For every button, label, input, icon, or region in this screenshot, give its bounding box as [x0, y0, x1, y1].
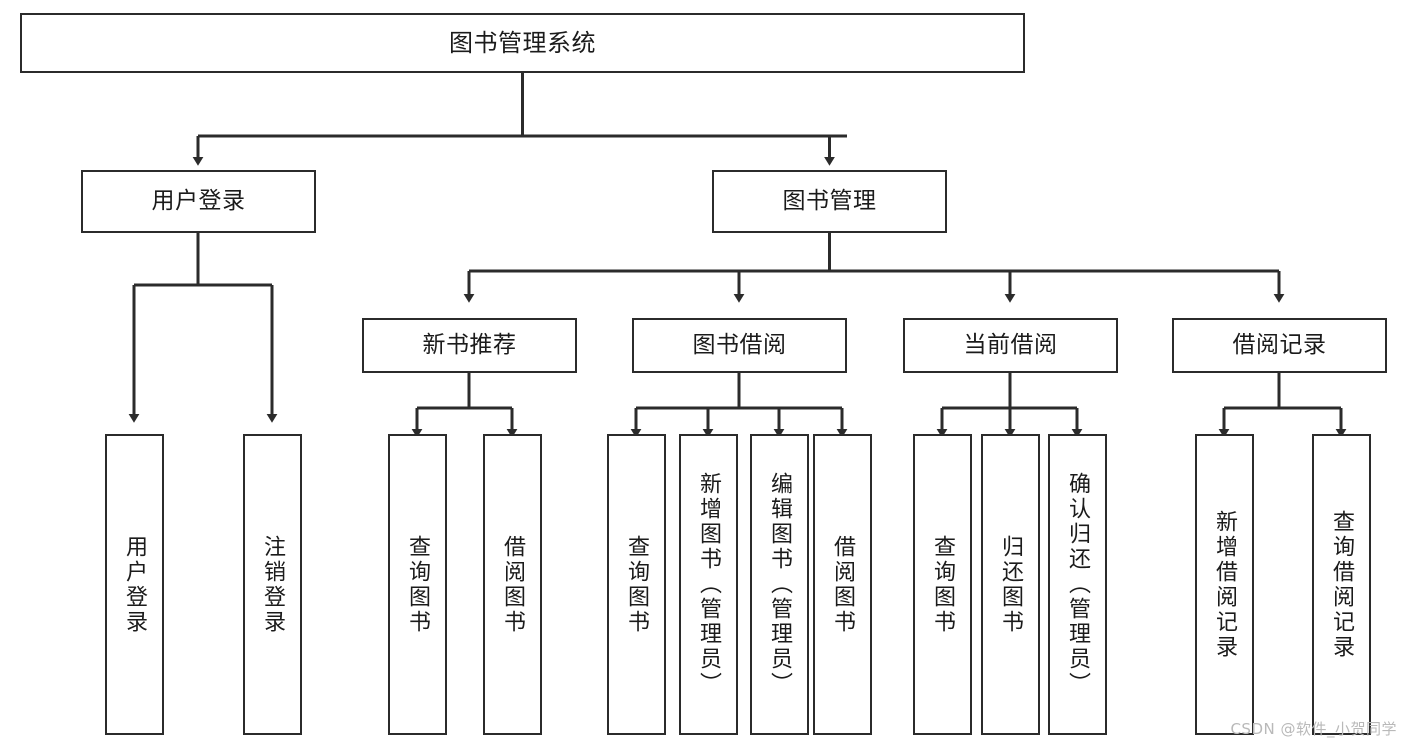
node-borrow-record-label: 借阅记录: [1232, 331, 1327, 358]
node-current-borrow[interactable]: 当前借阅: [903, 318, 1118, 373]
node-leaf-query-borrow-record[interactable]: 查询借阅记录: [1312, 434, 1371, 735]
node-leaf-return-book[interactable]: 归还图书: [981, 434, 1040, 735]
node-book-management[interactable]: 图书管理: [712, 170, 947, 233]
node-user-login-label: 用户登录: [151, 187, 246, 214]
node-leaf-borrow-book-label: 借阅图书: [830, 534, 856, 635]
node-new-book-recommend[interactable]: 新书推荐: [362, 318, 577, 373]
node-user-login[interactable]: 用户登录: [81, 170, 316, 233]
node-leaf-add-book-admin-label: 新增图书（管理员）: [696, 472, 722, 697]
node-book-borrow[interactable]: 图书借阅: [632, 318, 847, 373]
node-leaf-add-borrow-record-label: 新增借阅记录: [1212, 509, 1238, 660]
node-leaf-recommend-borrow-book-label: 借阅图书: [500, 534, 526, 635]
node-leaf-borrow-book[interactable]: 借阅图书: [813, 434, 872, 735]
node-leaf-user-login[interactable]: 用户登录: [105, 434, 164, 735]
node-leaf-query-borrow-record-label: 查询借阅记录: [1329, 509, 1355, 660]
node-leaf-add-borrow-record[interactable]: 新增借阅记录: [1195, 434, 1254, 735]
watermark: CSDN @软件_小贺同学: [1230, 720, 1397, 738]
node-leaf-return-book-label: 归还图书: [998, 534, 1024, 635]
node-leaf-borrow-query-book[interactable]: 查询图书: [607, 434, 666, 735]
node-leaf-recommend-query-book[interactable]: 查询图书: [388, 434, 447, 735]
node-leaf-current-query-book[interactable]: 查询图书: [913, 434, 972, 735]
node-leaf-confirm-return-admin-label: 确认归还（管理员）: [1065, 472, 1091, 697]
node-leaf-edit-book-admin[interactable]: 编辑图书（管理员）: [750, 434, 809, 735]
node-leaf-logout-label: 注销登录: [260, 534, 286, 635]
node-root-label: 图书管理系统: [449, 28, 596, 57]
node-leaf-logout[interactable]: 注销登录: [243, 434, 302, 735]
node-leaf-current-query-book-label: 查询图书: [930, 534, 956, 635]
node-leaf-add-book-admin[interactable]: 新增图书（管理员）: [679, 434, 738, 735]
node-leaf-recommend-query-book-label: 查询图书: [405, 534, 431, 635]
node-leaf-confirm-return-admin[interactable]: 确认归还（管理员）: [1048, 434, 1107, 735]
node-leaf-recommend-borrow-book[interactable]: 借阅图书: [483, 434, 542, 735]
node-leaf-edit-book-admin-label: 编辑图书（管理员）: [767, 472, 793, 697]
node-book-management-label: 图书管理: [782, 187, 877, 214]
node-borrow-record[interactable]: 借阅记录: [1172, 318, 1387, 373]
node-new-book-recommend-label: 新书推荐: [422, 331, 517, 358]
node-leaf-borrow-query-book-label: 查询图书: [624, 534, 650, 635]
node-leaf-user-login-label: 用户登录: [122, 534, 148, 635]
node-current-borrow-label: 当前借阅: [963, 331, 1058, 358]
node-root[interactable]: 图书管理系统: [20, 13, 1025, 73]
node-book-borrow-label: 图书借阅: [692, 331, 787, 358]
